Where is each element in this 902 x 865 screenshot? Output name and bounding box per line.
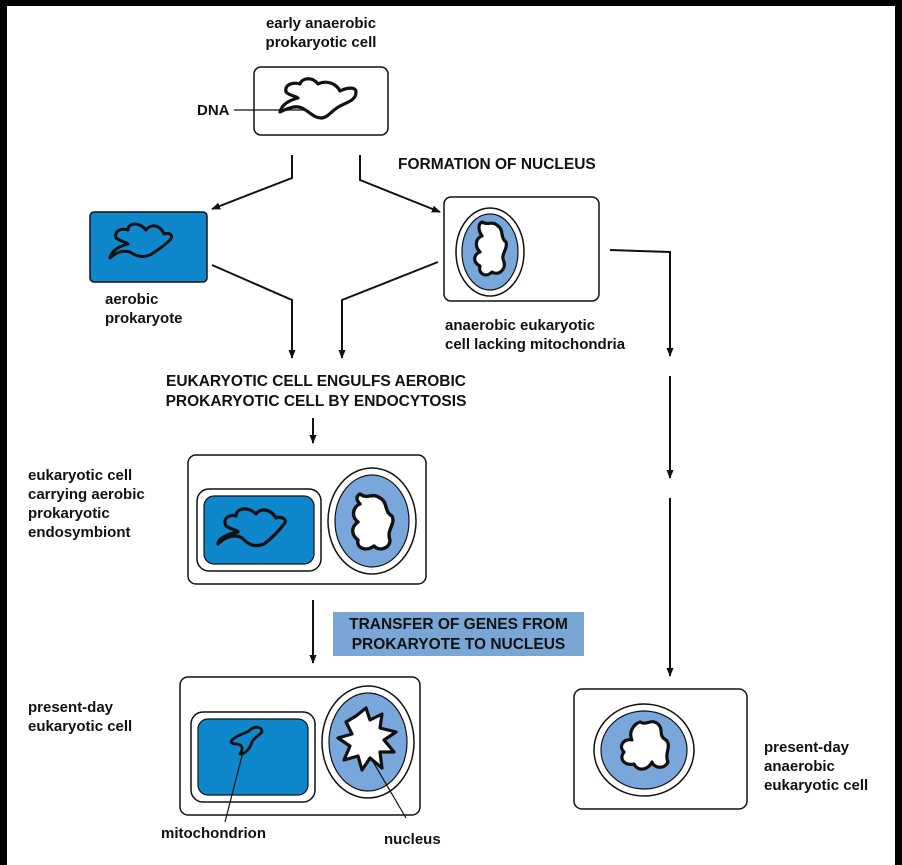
mitochondrion-pointer-line	[224, 751, 244, 823]
arrow-eukaryote-to-engulf	[338, 261, 439, 359]
arrow-to-aerobic-prokaryote	[211, 155, 293, 210]
present-day-eukaryotic-cell	[179, 676, 421, 823]
arrow-anaerobic-lineage	[609, 249, 674, 357]
arrow-prokaryote-to-engulf	[211, 264, 296, 359]
early-cell-label: early anaerobic prokaryotic cell	[265, 15, 377, 51]
present-day-anaerobic-label: present-day anaerobic eukaryotic cell	[764, 739, 869, 794]
present-day-eukaryote-label: present-day eukaryotic cell	[28, 699, 133, 735]
eukaryote-with-endosymbiont	[187, 454, 427, 585]
present-day-anaerobic-cell	[573, 688, 748, 810]
aerobic-prokaryote-cell	[89, 211, 208, 283]
nucleus-dna	[336, 706, 398, 772]
engulf-label: EUKARYOTIC CELL ENGULFS AEROBIC PROKARYO…	[165, 373, 467, 410]
formation-of-nucleus-label: FORMATION OF NUCLEUS	[398, 156, 596, 173]
dna-label: DNA	[197, 102, 230, 119]
transfer-highlight-box	[333, 612, 584, 656]
transfer-of-genes-label: TRANSFER OF GENES FROM PROKARYOTE TO NUC…	[349, 616, 568, 653]
anaerobic-eukaryote-label: anaerobic eukaryotic cell lacking mitoch…	[445, 317, 626, 353]
flow-arrows	[211, 155, 674, 677]
mitochondrion-label: mitochondrion	[161, 825, 266, 842]
nuclear-dna	[473, 220, 508, 277]
aerobic-prokaryote-label: aerobic prokaryote	[105, 291, 183, 327]
nucleus-pointer-line	[371, 759, 407, 819]
endosymbiont-cell-label: eukaryotic cell carrying aerobic prokary…	[28, 467, 145, 541]
anaerobic-eukaryotic-cell	[443, 196, 600, 302]
early-prokaryotic-cell	[234, 66, 389, 136]
dna-strand	[278, 77, 358, 120]
arrow-to-nucleus-formation	[359, 155, 441, 213]
mitochondrial-dna	[229, 725, 264, 756]
nucleus-label: nucleus	[384, 831, 441, 848]
